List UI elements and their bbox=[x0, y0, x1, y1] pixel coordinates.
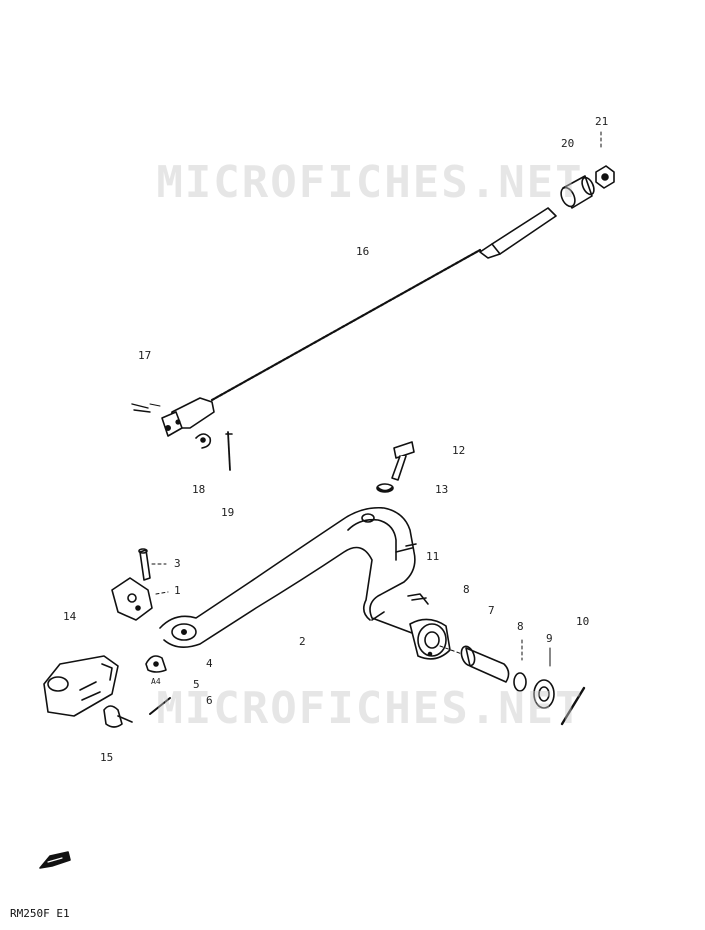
callout-14: 14 bbox=[63, 610, 77, 623]
callout-2: 2 bbox=[299, 635, 306, 648]
clevis-1 bbox=[111, 577, 169, 621]
washer-13 bbox=[376, 483, 394, 493]
pivot-shaft bbox=[439, 645, 510, 683]
cable-adjuster-sleeve bbox=[560, 175, 595, 209]
callout-4: 4 bbox=[206, 657, 213, 670]
clip-4 bbox=[145, 655, 167, 673]
watermark-top: MICROFICHES.NET bbox=[156, 157, 584, 208]
adjuster-nut bbox=[595, 131, 615, 189]
brake-cable bbox=[131, 207, 557, 437]
callout-8-a: 8 bbox=[463, 583, 470, 596]
callout-21: 21 bbox=[595, 115, 609, 128]
callout-3: 3 bbox=[174, 557, 181, 570]
callout-1: 1 bbox=[174, 584, 181, 597]
callout-20: 20 bbox=[561, 137, 575, 150]
callout-18: 18 bbox=[192, 483, 206, 496]
cotter-pin-10 bbox=[560, 686, 586, 726]
spacer-8 bbox=[513, 639, 527, 692]
watermark-bottom: MICROFICHES.NET bbox=[156, 683, 584, 734]
callout-17: 17 bbox=[138, 349, 152, 362]
callout-8-b: 8 bbox=[517, 620, 524, 633]
washer-9 bbox=[533, 647, 555, 709]
washer-18 bbox=[195, 433, 212, 449]
callout-10: 10 bbox=[576, 615, 590, 628]
front-arrow-icon bbox=[39, 851, 71, 869]
callout-5: 5 bbox=[193, 678, 200, 691]
callout-11: 11 bbox=[426, 550, 440, 563]
callout-13: 13 bbox=[435, 483, 449, 496]
model-code: RM250F E1 bbox=[10, 907, 70, 920]
callout-6: 6 bbox=[206, 694, 213, 707]
cotter-pin-19 bbox=[225, 431, 233, 471]
brake-pedal bbox=[159, 506, 451, 660]
callout-19: 19 bbox=[221, 506, 235, 519]
joint-15 bbox=[103, 705, 133, 728]
bracket-14 bbox=[43, 655, 119, 717]
callout-12: 12 bbox=[452, 444, 466, 457]
clevis-pin-3 bbox=[138, 548, 167, 581]
pin-6 bbox=[149, 697, 171, 715]
callout-15: 15 bbox=[100, 751, 114, 764]
pivot-bolt-12 bbox=[391, 441, 415, 481]
callout-16: 16 bbox=[356, 245, 370, 258]
callout-7: 7 bbox=[488, 604, 495, 617]
callout-a4: A4 bbox=[151, 677, 161, 686]
callout-9: 9 bbox=[546, 632, 553, 645]
